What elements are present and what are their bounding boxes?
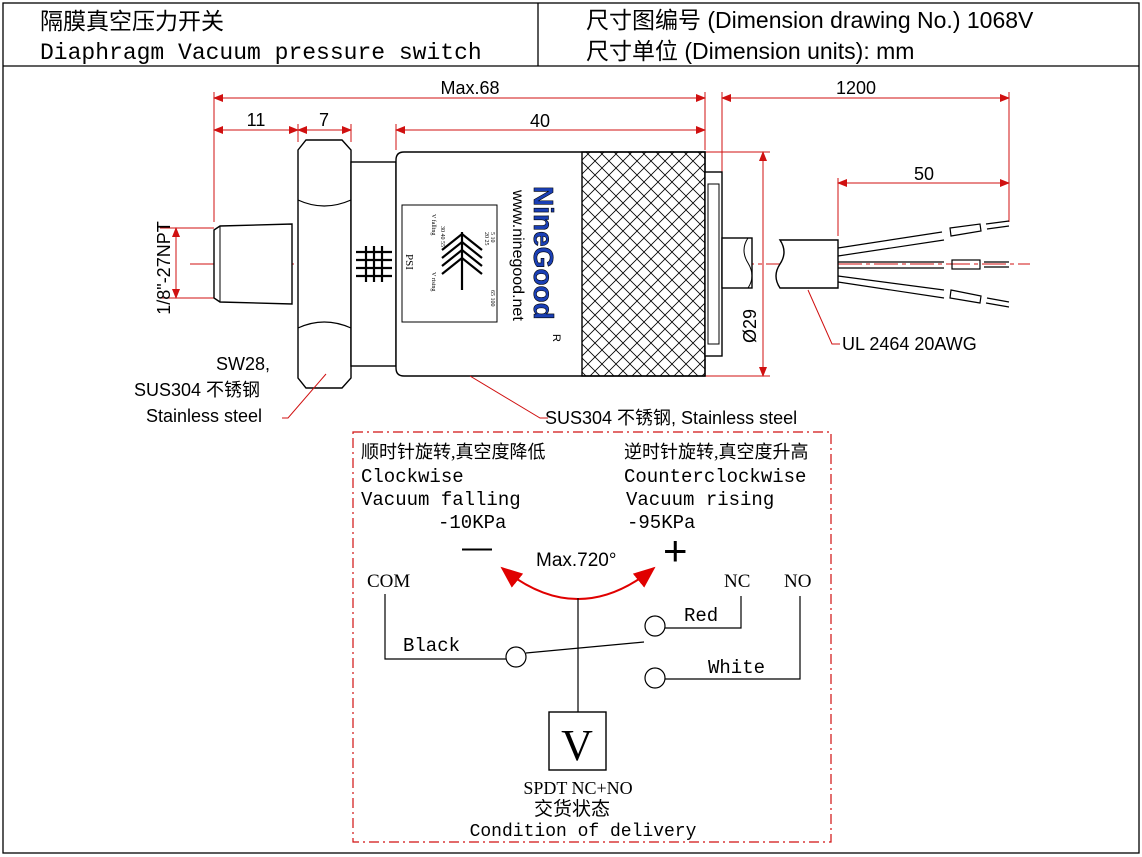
title-english: Diaphragm Vacuum pressure switch (40, 40, 482, 66)
unit-label: PSI (403, 254, 415, 270)
delivery-english: Condition of delivery (470, 822, 697, 842)
callout-labels: SW28, SUS304 不锈钢 Stainless steel SUS304 … (134, 334, 977, 428)
body-callout: SUS304 不锈钢, Stainless steel (545, 408, 797, 428)
scale-low: 30 40 55 (439, 226, 445, 247)
switch-body (213, 139, 1010, 389)
dim-max-length: Max.68 (440, 78, 499, 98)
knurled-cap (581, 151, 706, 377)
contact-config: SPDT NC+NO (523, 778, 632, 798)
rotation-arc (500, 566, 656, 600)
title-chinese: 隔膜真空压力开关 (40, 9, 224, 34)
plus-sign: + (663, 527, 688, 574)
cw-chinese: 顺时针旋转,真空度降低 (361, 442, 546, 462)
dim-body-length: 40 (530, 111, 550, 131)
label-plate (401, 204, 498, 323)
scale-falling: V falling (430, 214, 437, 235)
nc-contact (644, 615, 666, 637)
no-label: NO (784, 571, 811, 592)
hex-callout-3: Stainless steel (146, 406, 262, 426)
ccw-value: -95KPa (627, 512, 695, 534)
com-label: COM (367, 571, 410, 592)
cable-callout: UL 2464 20AWG (842, 334, 977, 354)
white-wire-label: White (708, 657, 765, 679)
dim-thread-length: 11 (247, 110, 266, 130)
scale-rising: V rising (430, 272, 436, 291)
dim-wire-strip: 50 (914, 164, 934, 184)
wiring-schematic: 顺时针旋转,真空度降低 Clockwise Vacuum falling -10… (352, 431, 832, 843)
rotation-label: Max.720° (536, 550, 616, 571)
actuator-box (548, 711, 607, 771)
no-contact (644, 667, 666, 689)
hex-callout-2: SUS304 不锈钢 (134, 380, 260, 400)
dim-thread-size: 1/8"-27NPT (154, 221, 174, 314)
ccw-vacuum: Vacuum rising (626, 489, 774, 511)
ccw-english: Counterclockwise (624, 466, 806, 488)
nc-label: NC (724, 571, 750, 592)
registered-mark: R (550, 334, 562, 342)
minus-sign: — (462, 531, 492, 564)
brand-url: www.ninegood.net (509, 189, 526, 321)
npt-thread (213, 223, 293, 305)
black-wire-label: Black (403, 635, 460, 657)
cw-english: Clockwise (361, 466, 464, 488)
cw-value: -10KPa (438, 512, 506, 534)
hex-nut (297, 139, 352, 389)
callout-leaders (282, 289, 840, 419)
scale-mid: 20 25 (483, 232, 489, 246)
dimension-labels: Max.68 1200 11 7 40 50 1/8"-27NPT Ø29 (154, 78, 934, 343)
scale-bottom: 65 100 (489, 290, 495, 307)
dim-cable-length: 1200 (836, 78, 876, 98)
delivery-chinese: 交货状态 (534, 798, 610, 820)
dimension-units: 尺寸单位 (Dimension units): mm (586, 38, 914, 64)
ccw-chinese: 逆时针旋转,真空度升高 (624, 442, 809, 462)
actuator-v: V (561, 721, 593, 770)
com-contact (505, 646, 527, 668)
scale-top: 5 10 (489, 232, 495, 243)
cooling-fins (356, 246, 392, 282)
circuit-lines (384, 594, 801, 771)
scale-chevrons (441, 232, 483, 290)
drawing-number: 尺寸图编号 (Dimension drawing No.) 1068V (586, 7, 1034, 33)
dim-diameter: Ø29 (740, 309, 760, 343)
red-wire-label: Red (684, 605, 718, 627)
brand-logo: NineGood (528, 186, 559, 320)
wires (837, 220, 1010, 308)
hex-callout-1: SW28, (216, 354, 270, 374)
dim-hex-length: 7 (319, 110, 329, 130)
cw-vacuum: Vacuum falling (361, 489, 521, 511)
device-marking: NineGood R www.ninegood.net PSI 5 10 20 … (403, 186, 562, 342)
